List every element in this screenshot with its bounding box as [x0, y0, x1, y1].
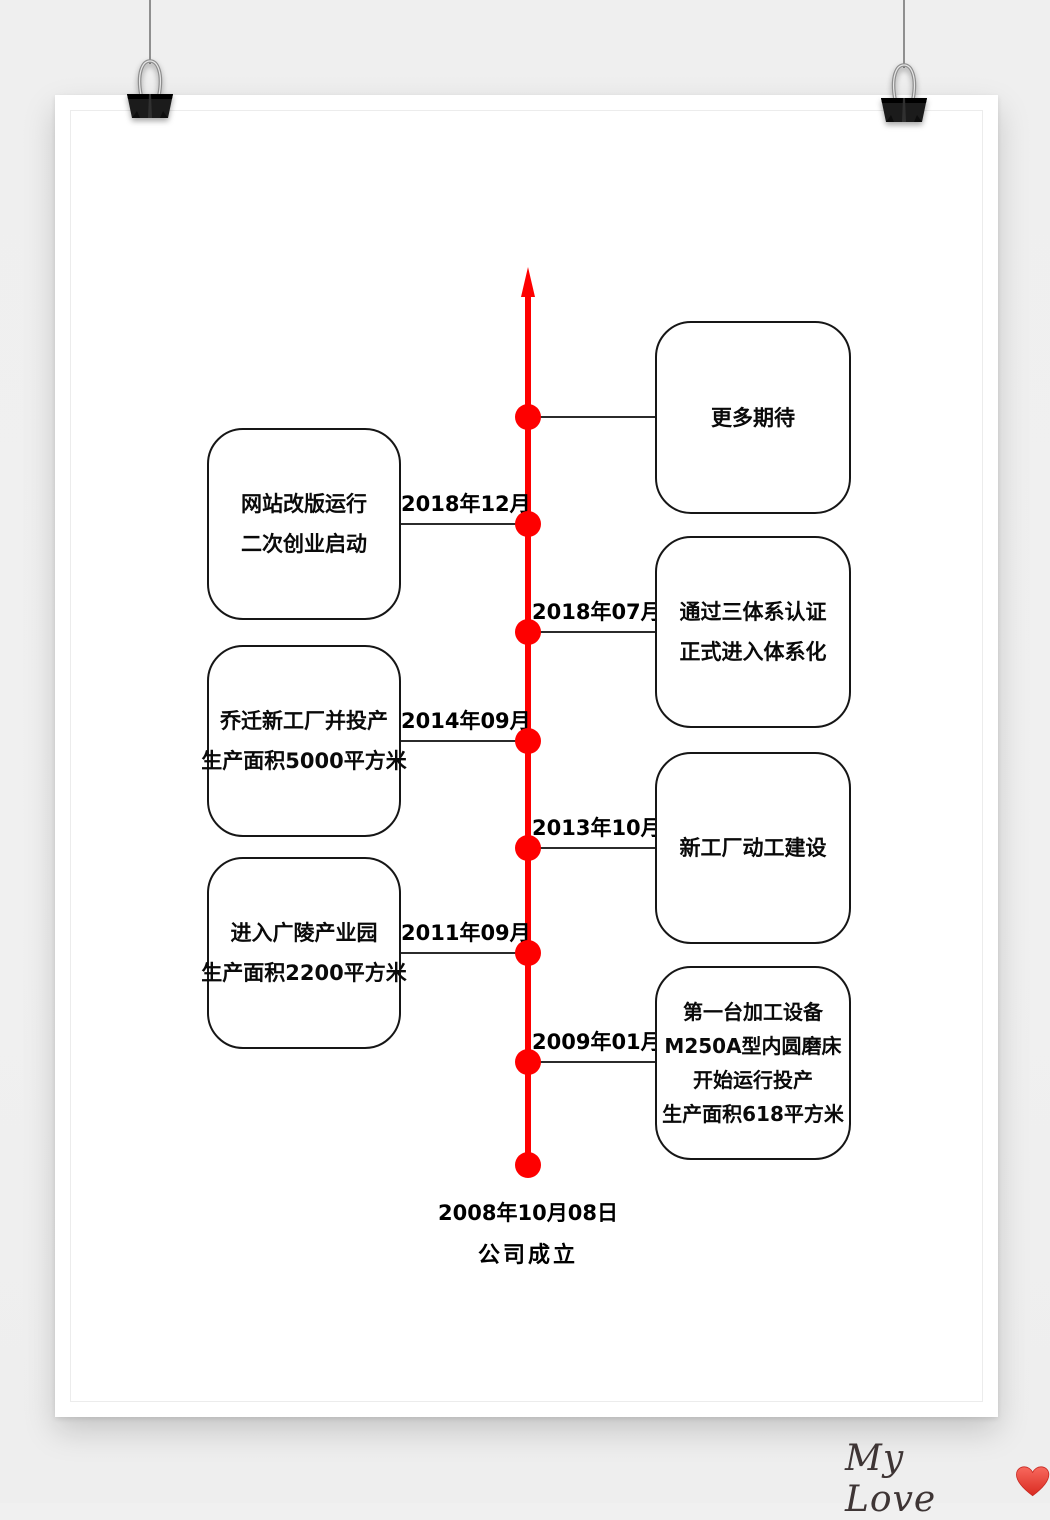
signature-text: My Love	[845, 1438, 937, 1520]
event-date: 2018年12月	[401, 492, 531, 516]
timeline-arrow-up-icon	[521, 267, 535, 297]
binder-clip-icon	[127, 59, 173, 118]
milestone-text: 更多期待	[711, 405, 795, 430]
milestone-box: 通过三体系认证 正式进入体系化	[655, 536, 851, 728]
milestone-text: 第一台加工设备	[683, 1000, 823, 1024]
milestone-text: 生产面积618平方米	[662, 1102, 844, 1126]
milestone-text: 二次创业启动	[241, 532, 367, 556]
milestone-text: 正式进入体系化	[679, 640, 827, 664]
event-date: 2013年10月	[532, 816, 662, 840]
milestone-box: 第一台加工设备 M250A型内圆磨床 开始运行投产 生产面积618平方米	[655, 966, 851, 1160]
timeline-dot	[515, 619, 541, 645]
hanging-string-right	[903, 0, 905, 68]
paper-inner-border	[70, 110, 983, 1402]
milestone-text: 乔迁新工厂并投产	[220, 709, 388, 733]
origin-date: 2008年10月08日	[438, 1201, 618, 1225]
milestone-text: 生产面积2200平方米	[201, 961, 407, 985]
milestone-text: 开始运行投产	[693, 1068, 813, 1092]
event-date: 2018年07月	[532, 600, 662, 624]
timeline-dot	[515, 404, 541, 430]
timeline-origin-dot	[515, 1152, 541, 1178]
event-connector-line	[400, 740, 528, 742]
milestone-box: 进入广陵产业园 生产面积2200平方米	[201, 857, 407, 1049]
event-date: 2014年09月	[401, 709, 531, 733]
milestone-text: 网站改版运行	[241, 492, 367, 516]
timeline-origin: 2008年10月08日 公司成立	[378, 1193, 678, 1279]
milestone-text: 新工厂动工建设	[679, 836, 827, 860]
timeline-dot	[515, 1049, 541, 1075]
event-connector-line	[400, 952, 528, 954]
signature: My Love	[845, 1438, 1050, 1520]
poster-paper: 更多期待 2018年12月 网站改版运行 二次创业启动 2018年07月 通过三…	[55, 95, 998, 1417]
origin-label: 公司成立	[477, 1243, 578, 1268]
event-date: 2009年01月	[532, 1030, 662, 1054]
hanging-string-left	[149, 0, 151, 64]
milestone-box: 网站改版运行 二次创业启动	[207, 428, 401, 620]
milestone-text: 生产面积5000平方米	[201, 749, 407, 773]
event-connector-line	[400, 523, 528, 525]
timeline-dot	[515, 835, 541, 861]
event-connector-line	[528, 631, 655, 633]
milestone-box: 乔迁新工厂并投产 生产面积5000平方米	[201, 645, 407, 837]
milestone-text: 通过三体系认证	[679, 600, 827, 624]
timeline-dot	[515, 940, 541, 966]
timeline-dot	[515, 511, 541, 537]
heart-icon	[1015, 1466, 1049, 1497]
event-connector-line	[528, 416, 655, 418]
milestone-box: 新工厂动工建设	[655, 752, 851, 944]
event-date: 2011年09月	[401, 921, 531, 945]
event-connector-line	[528, 847, 655, 849]
milestone-text: M250A型内圆磨床	[664, 1034, 842, 1058]
binder-clip-icon	[881, 63, 927, 122]
timeline-dot	[515, 728, 541, 754]
milestone-text: 进入广陵产业园	[230, 921, 378, 945]
milestone-box: 更多期待	[655, 321, 851, 514]
event-connector-line	[528, 1061, 655, 1063]
